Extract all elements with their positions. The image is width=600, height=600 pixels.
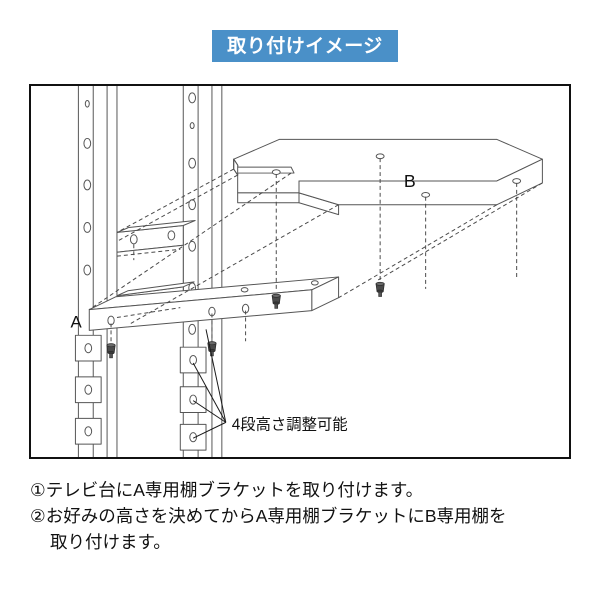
screw-icon	[375, 281, 385, 297]
adjust-note-leader-lines	[192, 329, 227, 439]
assembly-guide-lines	[88, 158, 543, 346]
height-adjust-plates-left	[74, 334, 102, 445]
part-b-label: B	[404, 171, 416, 191]
header-banner-label: 取り付けイメージ	[227, 35, 383, 57]
instruction-step-2-continued: 取り付けます。	[50, 532, 171, 552]
screw-icon	[106, 343, 116, 359]
instruction-list: ①テレビ台にA専用棚ブラケットを取り付けます。 ②お好みの高さを決めてからA専用…	[30, 477, 575, 555]
height-adjust-note: 4段高さ調整可能	[232, 416, 348, 433]
installation-diagram-panel: A B 4段高さ調整可能	[29, 84, 571, 459]
header-banner: 取り付けイメージ	[212, 30, 398, 62]
part-b-shelf-board	[233, 138, 543, 216]
installation-diagram-svg: A B 4段高さ調整可能	[70, 86, 543, 457]
height-adjust-plates-right	[179, 346, 207, 451]
instruction-step-1: ①テレビ台にA専用棚ブラケットを取り付けます。	[30, 480, 424, 500]
instruction-step-2: ②お好みの高さを決めてからA専用棚ブラケットにB専用棚を	[30, 506, 507, 526]
part-a-label: A	[70, 312, 82, 331]
